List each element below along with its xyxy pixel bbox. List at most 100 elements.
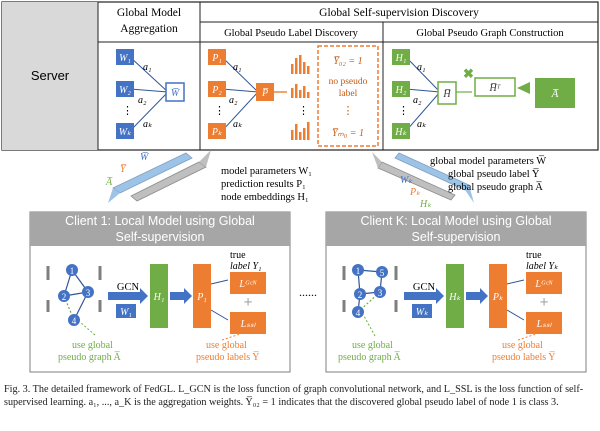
aggregation-header-2: Aggregation	[120, 23, 178, 35]
multiply-icon: ✖	[463, 66, 474, 81]
client1-note-labels-2: pseudo labels Y̅	[196, 352, 260, 363]
wk-node	[116, 123, 134, 139]
w1-label: W₁	[119, 53, 131, 64]
pseudo-label-dashed-box	[317, 45, 379, 147]
svg-text:3: 3	[378, 288, 383, 298]
client1-node-4	[68, 314, 80, 326]
pk-label: Pₖ	[211, 127, 223, 138]
clientk-header	[326, 212, 586, 246]
aggregation-header-1: Global Model	[117, 7, 181, 19]
clientk-note-graph-2: pseudo graph A̅	[338, 352, 402, 363]
client1-header	[30, 212, 290, 246]
p-bar-label: P̅	[261, 88, 269, 99]
client1-true-label-1: true	[230, 250, 246, 261]
client1-weight-node	[116, 304, 136, 318]
left-up-item-3: node embeddings H₁	[221, 192, 309, 203]
clientk-hidden-node	[446, 264, 464, 328]
clientk-node-3	[374, 286, 386, 298]
svg-text:4: 4	[356, 308, 361, 318]
discovery-header: Global Self-supervision Discovery	[319, 7, 479, 19]
svg-text:W₁: W₁	[120, 307, 132, 318]
pseudo-graph-block: H₁ H₂ ⋮ Hₖ a₁ a₂ aₖ H̅ ✖ H̅ᵀ A̅	[392, 49, 575, 139]
clientk-title-1: Client K: Local Model using Global	[360, 214, 551, 228]
left-up-item-2: prediction results P₁	[221, 179, 306, 190]
client1-gcn-label: GCN	[117, 282, 140, 293]
aggregation-block: W₁ W₂ ⋮ Wₖ a₁ a₂ aₖ W̅	[116, 49, 185, 139]
h2-node	[392, 81, 410, 97]
left-down-a: A̅	[105, 177, 113, 188]
right-down-item-3: global pseudo graph A̅	[448, 182, 543, 193]
ha1-weight: a₁	[417, 62, 425, 73]
client1-note-graph-2: pseudo graph A̅	[58, 352, 122, 363]
p1-label: P₁	[211, 53, 222, 64]
svg-text:Hₖ: Hₖ	[448, 292, 461, 303]
client1-node-1	[66, 264, 78, 276]
client1-hidden-node	[150, 264, 168, 328]
right-up-w: Wₖ	[400, 175, 413, 186]
right-down-item-1: global model parameters W̅	[430, 156, 546, 167]
svg-text:2: 2	[62, 292, 67, 302]
w-bar-node	[165, 82, 185, 102]
w2-label: W₂	[119, 85, 131, 96]
left-up-item-1: model parameters W₁	[221, 166, 312, 177]
clientk-note-graph-1: use global	[352, 340, 393, 351]
clientk-hidden-arrow	[466, 288, 488, 304]
server-panel: Server Global Model Aggregation Global S…	[1, 1, 599, 151]
ha2-weight: a₂	[413, 95, 422, 106]
w1-node	[116, 49, 134, 65]
client1-loss-gcn	[230, 272, 266, 294]
a1-weight: a₁	[143, 62, 151, 73]
clientk-gcn-label: GCN	[413, 282, 436, 293]
ak-weight: aₖ	[143, 119, 153, 130]
a2-weight: a₂	[138, 95, 147, 106]
h-bar-node	[437, 81, 457, 105]
pseudo-label-top: Y̅₀₂ = 1	[333, 56, 362, 67]
clientk-weight-node	[412, 304, 432, 318]
h-ellipsis: ⋮	[398, 105, 409, 117]
svg-text:2: 2	[358, 290, 363, 300]
h1-label: H₁	[395, 53, 407, 64]
figure-caption: Fig. 3. The detailed framework of FedGL.…	[4, 384, 584, 408]
left-down-arrow	[112, 152, 193, 194]
clientk-node-4	[352, 306, 364, 318]
hk-node	[392, 123, 410, 139]
graph-construction-header: Global Pseudo Graph Construction	[416, 28, 564, 39]
client1-title-1: Client 1: Local Model using Global	[65, 214, 255, 228]
client1-note-graph-1: use global	[72, 340, 113, 351]
pk-node	[208, 123, 226, 139]
label-discovery-header: Global Pseudo Label Discovery	[224, 28, 359, 39]
pseudo-label-bottom: Y̅ₘ₀ = 1	[332, 128, 364, 139]
hak-weight: aₖ	[417, 119, 427, 130]
clientk-plus: +	[539, 294, 548, 311]
client1-panel: Client 1: Local Model using Global Self-…	[29, 211, 291, 373]
client1-note-labels-1: use global	[206, 340, 247, 351]
svg-text:Pₖ: Pₖ	[492, 292, 504, 303]
clientk-node-5	[376, 266, 388, 278]
clientk-node-1	[352, 264, 364, 276]
right-up-p: Pₖ	[409, 187, 421, 198]
client1-plus: +	[243, 294, 252, 311]
client1-hidden-arrow	[170, 288, 192, 304]
clientk-graph: 1 2 3 4 5	[342, 264, 398, 318]
right-down-item-2: global pseudo label Y̅	[448, 169, 540, 180]
svg-text:1: 1	[70, 266, 75, 276]
pseudo-label-block: P₁ P₂ ⋮ Pₖ a₁ a₂ aₖ P̅ ⋮ Y̅₀₂ = 1 no pse…	[208, 45, 379, 147]
h2-label: H₂	[395, 85, 407, 96]
left-down-y: Y̅	[120, 164, 127, 175]
svg-text:Wₖ: Wₖ	[416, 307, 429, 318]
svg-text:4: 4	[72, 316, 77, 326]
clientk-node-2	[354, 288, 366, 300]
clientk-true-label-2: label Yₖ	[526, 261, 559, 272]
left-transfer: W̅ Y̅ A̅ model parameters W₁ prediction …	[105, 150, 312, 203]
clientk-loss-gcn	[526, 272, 562, 294]
svg-text:Lᴳᶜᴺ: Lᴳᶜᴺ	[534, 279, 553, 290]
h-transpose-label: H̅ᵀ	[488, 83, 501, 94]
pseudo-label-ellipsis: ⋮	[343, 105, 354, 117]
server-label: Server	[31, 68, 70, 83]
client1-graph: 1 2 3 4	[46, 264, 102, 326]
clientk-gcn-arrow	[404, 288, 444, 304]
client1-title-2: Self-supervision	[116, 230, 205, 244]
w-bar-label: W̅	[171, 88, 181, 99]
client1-node-3	[82, 286, 94, 298]
